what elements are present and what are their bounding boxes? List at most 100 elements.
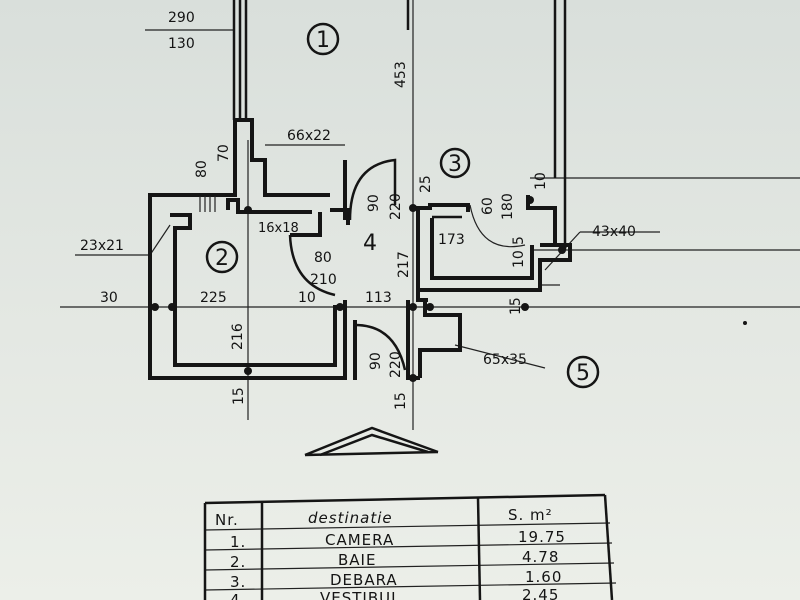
dim-180: 180 [500,193,516,220]
arrow-outer [304,426,439,457]
table-header-area: S. m² [508,506,553,524]
wall-debara-top [415,203,470,212]
junction-dot [521,303,529,311]
dim-216: 216 [230,323,246,350]
wall-niche-top [330,208,350,225]
room-2-marker [205,240,239,274]
table-rule [204,582,617,591]
dimension-labels: 290 130 453 66x22 80 70 23x21 16x18 80 2… [80,10,636,410]
area-table: Nr. destinatie S. m² 1. CAMERA 19.75 2. … [203,493,617,600]
junction-dot [244,206,252,214]
room-1-marker [306,22,340,56]
leader-65x35 [454,344,546,369]
table-rule [204,522,611,531]
table-rule [204,562,615,571]
junction-dot [558,246,566,254]
hatch-symbol [199,196,216,212]
dim-80: 80 [314,250,332,266]
dim-225: 225 [200,290,227,306]
row-nr: 3. [230,573,246,591]
door-swing-debara [469,204,526,248]
dim-top-denominator: 130 [168,36,195,52]
junction-dot [151,303,159,311]
dim-70-left: 70 [216,144,232,162]
row-area: 2.45 [522,586,559,600]
dim-220-a: 220 [388,193,404,220]
wall-room-2-inner [170,213,337,367]
dim-top-numerator: 290 [168,10,195,26]
room-markers: 1 2 3 4 5 [205,22,600,389]
wall-room-2-outer [148,120,347,380]
room-5-marker [566,355,600,389]
row-name: VESTIBUL [320,589,400,600]
wall-duct-inner [226,198,312,214]
dim-30: 30 [100,290,118,306]
dim-453: 453 [393,61,409,88]
room-3-number: 3 [448,152,462,177]
entrance-arrow [304,426,439,457]
dim-66x22: 66x22 [287,128,331,144]
wall-43x40 [520,243,572,292]
dim-15-mid: 15 [393,392,409,410]
dim-90-b: 90 [368,352,384,370]
table-rule [204,542,613,551]
dim-90-a: 90 [366,194,382,212]
shaft-lines [232,0,567,250]
junction-dot [409,374,417,382]
row-nr: 4. [230,591,246,600]
wall-right-box [526,195,557,247]
wall-niche-16x18 [290,212,322,237]
row-area: 4.78 [522,548,559,566]
dim-113: 113 [365,290,392,306]
wall-debara-inner [430,218,534,280]
dim-15-left: 15 [231,387,247,405]
row-name: BAIE [338,551,376,569]
row-nr: 2. [230,553,246,571]
dim-25: 25 [418,175,434,193]
dim-210: 210 [310,272,337,288]
table-row: 4. VESTIBUL 2.45 [230,586,559,600]
leader-23x21-tick [149,224,171,256]
row-name: CAMERA [325,531,394,549]
arrow-base [304,450,439,457]
junction-dot [426,303,434,311]
row-area: 1.60 [525,568,562,586]
door-swings [288,158,526,371]
junction-dot [409,303,417,311]
room-4-number: 4 [363,231,377,256]
wall-duct [235,118,330,197]
row-area: 19.75 [518,528,566,546]
room-3-marker [439,147,471,179]
dim-217: 217 [396,251,412,278]
table-rule [476,497,482,600]
junction-dot [336,303,344,311]
dim-173: 173 [438,232,465,248]
room-1-number: 1 [316,28,330,53]
dim-80-left: 80 [194,160,210,178]
table-row: 2. BAIE 4.78 [230,548,559,571]
door-swing-bath [288,234,336,297]
door-swing-vestibule [348,158,397,221]
arrow-inner [319,433,429,457]
dim-65x35: 65x35 [483,352,527,368]
table-header-nr: Nr. [215,511,239,529]
table-rule [603,494,614,600]
dim-5: 5 [511,236,527,245]
wall-debara-left [416,210,428,302]
dim-16x18: 16x18 [258,221,299,236]
walls [148,118,572,380]
table-row: 1. CAMERA 19.75 [230,528,566,551]
dim-15-right: 15 [508,297,524,315]
dim-60: 60 [480,197,496,215]
table-header-destinatie: destinatie [308,509,393,527]
room-2-number: 2 [215,246,229,271]
dim-10-top: 10 [533,172,549,190]
junction-dot [168,303,176,311]
table-row: 3. DEBARA 1.60 [230,568,562,591]
row-name: DEBARA [330,571,398,589]
wall-65x35 [418,300,462,378]
junction-dot [409,204,417,212]
table-rule [204,493,606,505]
